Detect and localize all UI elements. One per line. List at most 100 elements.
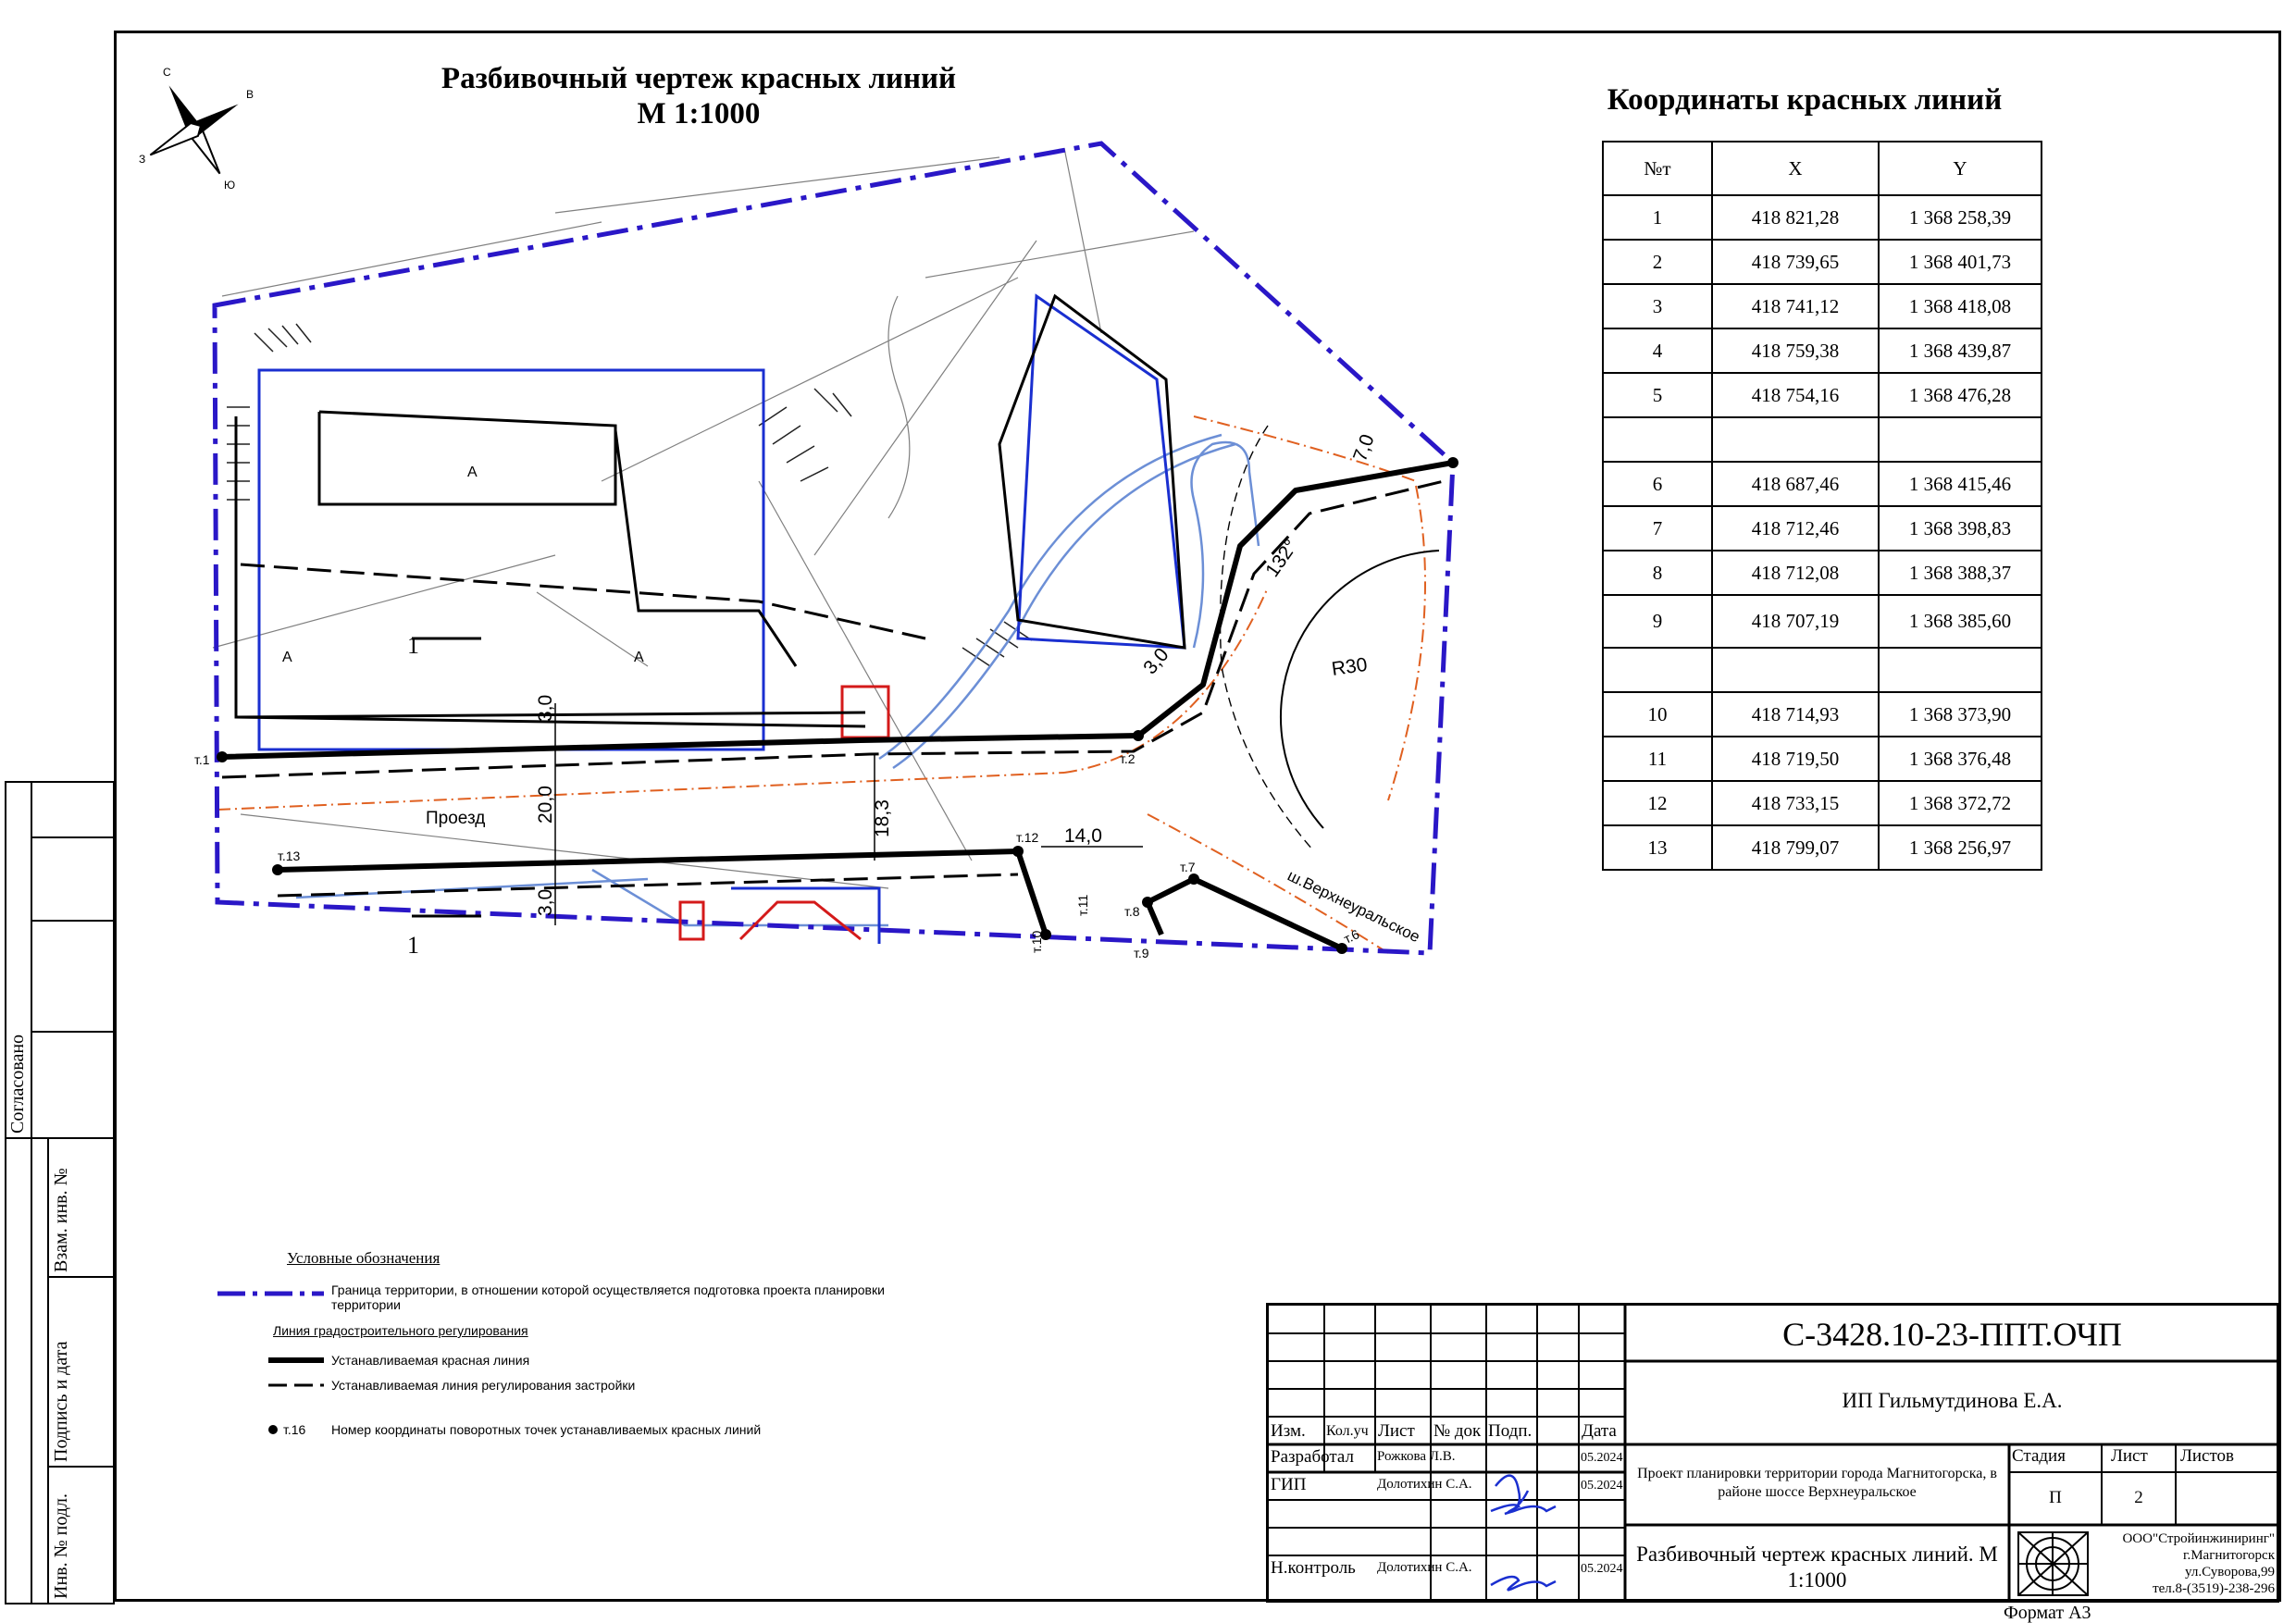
company-name: ООО"Стройинжиниринг": [2122, 1531, 2275, 1546]
coords-cell-n: [1602, 416, 1713, 463]
coords-cell-x: 418 707,19: [1711, 594, 1880, 649]
slope-hatching: [227, 323, 1033, 667]
coords-cell-y: 1 368 401,73: [1878, 239, 2042, 285]
coords-cell-x: [1711, 647, 1880, 693]
side-inv-zam: Взам. инв. №: [51, 1168, 71, 1272]
label-zone-a3: А: [634, 650, 644, 665]
label-dim-18: 18,3: [872, 799, 893, 837]
compass-icon: С В Ю З: [139, 66, 254, 192]
coords-cell-n: 12: [1602, 780, 1713, 826]
coords-cell-x: 418 714,93: [1711, 691, 1880, 737]
sheets-header: Листов: [2180, 1446, 2235, 1466]
label-road: Проезд: [426, 809, 485, 828]
coords-header-n: №т: [1602, 141, 1713, 196]
coords-cell-x: 418 712,08: [1711, 550, 1880, 596]
coords-cell-x: 418 799,07: [1711, 824, 1880, 871]
coords-row: [1602, 647, 2042, 693]
title-block-grid: [1269, 1306, 2279, 1603]
roundabout-arc: [1279, 550, 1440, 829]
coords-cell-y: 1 368 385,60: [1878, 594, 2042, 649]
project-name: Проект планировки территории города Магн…: [1637, 1466, 1997, 1500]
drawing-title: Разбивочный чертеж красных линий М 1:100…: [412, 61, 986, 131]
coords-cell-x: 418 687,46: [1711, 461, 1880, 507]
coords-cell-y: 1 368 476,28: [1878, 372, 2042, 418]
coords-cell-n: 3: [1602, 283, 1713, 329]
name-developer: Рожкова Л.В.: [1377, 1449, 1456, 1464]
col-date: Дата: [1582, 1421, 1617, 1441]
coords-cell-x: 418 754,16: [1711, 372, 1880, 418]
doc-code: С-3428.10-23-ППТ.ОЧП: [1782, 1316, 2122, 1353]
date-developer: 05.2024: [1581, 1451, 1623, 1465]
road-edges: [217, 415, 1426, 954]
label-dim-3-top: 3,0: [535, 695, 556, 722]
label-zone-a1: А: [467, 465, 478, 480]
legend-build-line: Устанавливаемая линия регулирования заст…: [331, 1378, 636, 1393]
role-developer: Разработал: [1271, 1447, 1354, 1467]
alt-lines: [295, 433, 1260, 927]
col-list: Лист: [1378, 1421, 1415, 1441]
label-t7: т.7: [1180, 860, 1196, 874]
legend-symbols: [217, 1291, 324, 1434]
stage-header: Стадия: [2012, 1446, 2066, 1466]
label-dim-3-bottom: 3,0: [535, 889, 556, 916]
company-city: г.Магнитогорск: [2183, 1548, 2275, 1563]
coords-cell-n: 13: [1602, 824, 1713, 871]
col-kol: Кол.уч: [1326, 1423, 1369, 1439]
coords-cell-y: 1 368 373,90: [1878, 691, 2042, 737]
coords-header-row: №т X Y: [1602, 141, 2042, 196]
sheet-value: 2: [2134, 1488, 2143, 1507]
label-radius: R30: [1330, 654, 1368, 680]
building-contours: [234, 293, 1186, 728]
label-t6: т.6: [1342, 926, 1362, 947]
legend-title: Условные обозначения: [287, 1249, 441, 1267]
side-strip: [5, 781, 115, 1604]
legend-point-symbol: [268, 1425, 278, 1434]
drawing-frame: [114, 31, 2281, 1602]
territory-boundary: [212, 141, 1456, 956]
label-t1: т.1: [194, 752, 210, 767]
coords-cell-y: 1 368 439,87: [1878, 328, 2042, 374]
legend-boundary: Граница территории, в отношении которой …: [331, 1282, 885, 1312]
label-t10: т.10: [1029, 930, 1044, 953]
coords-cell-x: 418 739,65: [1711, 239, 1880, 285]
coords-cell-n: 6: [1602, 461, 1713, 507]
label-t8: т.8: [1124, 904, 1140, 919]
title-block: Изм. Кол.уч Лист № док Подп. Дата Разраб…: [1266, 1303, 2279, 1603]
coords-cell-y: 1 368 256,97: [1878, 824, 2042, 871]
name-norm-control: Долотихин С.А.: [1377, 1560, 1472, 1575]
legend-red-line: Устанавливаемая красная линия: [331, 1353, 530, 1368]
legend-group: Линия градостроительного регулирования: [273, 1323, 528, 1338]
label-angle: 132°: [1261, 536, 1302, 581]
coords-cell-y: 1 368 258,39: [1878, 194, 2042, 241]
turn-points: [217, 457, 1458, 954]
company-info: ООО"Стройинжиниринг" г.Магнитогорск ул.С…: [2097, 1530, 2275, 1597]
label-zone-a2: А: [282, 650, 292, 665]
plan-drawing: Проезд ш.Верхнеуральское R30 А А А 1 1 2…: [194, 141, 1458, 960]
coords-cell-n: 7: [1602, 505, 1713, 551]
signature-2: [1490, 1504, 1557, 1514]
regulation-lines: [221, 479, 1445, 898]
company-logo-icon: [2017, 1531, 2089, 1596]
label-t9: т.9: [1134, 946, 1149, 960]
date-norm-control: 05.2024: [1581, 1562, 1623, 1576]
coords-cell-y: 1 368 415,46: [1878, 461, 2042, 507]
format-label: Формат А3: [2004, 1603, 2091, 1623]
coords-cell-n: 1: [1602, 194, 1713, 241]
role-norm-control: Н.контроль: [1271, 1558, 1356, 1578]
label-dim-14: 14,0: [1064, 825, 1102, 847]
sheet-header: Лист: [2111, 1446, 2148, 1466]
survey-background: [212, 147, 1195, 889]
col-izm: Изм.: [1271, 1421, 1306, 1441]
col-podp: Подп.: [1488, 1421, 1533, 1441]
coords-cell-n: 11: [1602, 736, 1713, 782]
coords-cell-y: [1878, 416, 2042, 463]
